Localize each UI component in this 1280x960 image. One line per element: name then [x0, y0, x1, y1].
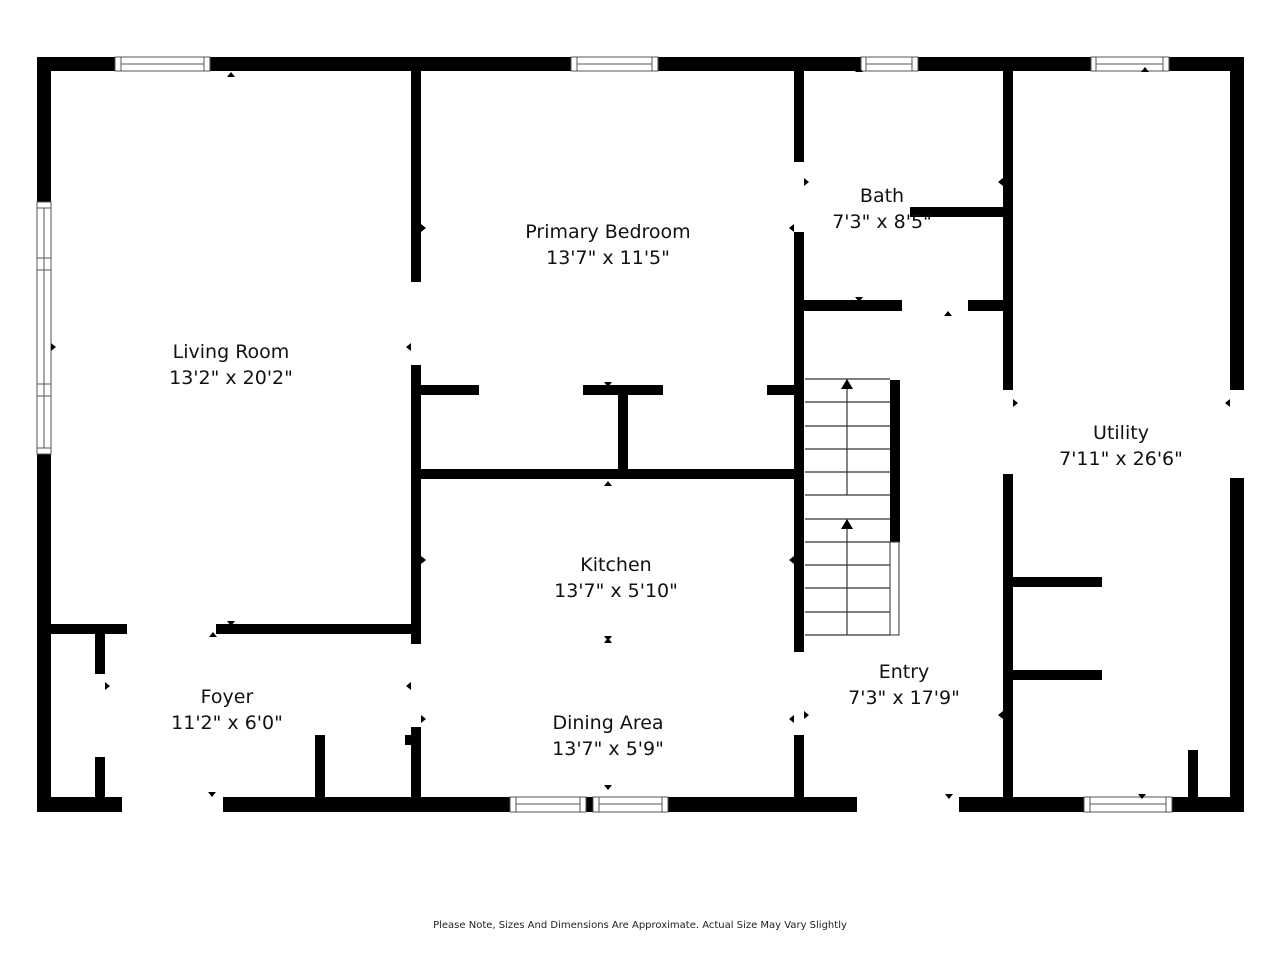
window-bath-top	[860, 56, 919, 72]
room-dimensions: 13'7" x 5'9"	[552, 738, 664, 760]
staircase	[805, 378, 900, 636]
window-dining-bottom-1	[509, 796, 587, 813]
room-label-entry: Entry 7'3" x 17'9"	[848, 659, 960, 711]
disclaimer-footnote: Please Note, Sizes And Dimensions Are Ap…	[433, 920, 847, 931]
room-dimensions: 13'7" x 5'10"	[554, 580, 678, 602]
room-label-bath: Bath 7'3" x 8'5"	[832, 183, 932, 235]
room-name: Living Room	[172, 341, 290, 363]
window-utility-bottom	[1083, 796, 1173, 813]
dimension-markers	[51, 67, 1230, 799]
room-name: Primary Bedroom	[525, 221, 691, 243]
room-label-foyer: Foyer 11'2" x 6'0"	[171, 684, 283, 736]
stair-up-arrow-icon	[841, 379, 853, 389]
room-dimensions: 7'11" x 26'6"	[1059, 448, 1183, 470]
room-dimensions: 7'3" x 8'5"	[832, 211, 932, 233]
window-dining-bottom-2	[592, 796, 669, 813]
room-label-primary-bedroom: Primary Bedroom 13'7" x 11'5"	[525, 219, 690, 271]
room-dimensions: 13'7" x 11'5"	[546, 247, 670, 269]
room-name: Bath	[859, 185, 905, 207]
room-name: Entry	[878, 661, 930, 683]
interior-walls	[37, 57, 1198, 807]
windows	[36, 56, 1173, 813]
window-living-top	[114, 56, 211, 72]
room-label-utility: Utility 7'11" x 26'6"	[1059, 420, 1183, 472]
room-dimensions: 11'2" x 6'0"	[171, 712, 283, 734]
room-dimensions: 13'2" x 20'2"	[169, 367, 293, 389]
room-name: Kitchen	[580, 554, 652, 576]
room-name: Dining Area	[552, 712, 664, 734]
room-label-kitchen: Kitchen 13'7" x 5'10"	[554, 552, 678, 604]
stair-up-arrow-icon	[841, 519, 853, 529]
room-label-living-room: Living Room 13'2" x 20'2"	[169, 339, 293, 391]
room-dimensions: 7'3" x 17'9"	[848, 687, 960, 709]
window-utility-top	[1090, 56, 1170, 72]
room-name: Foyer	[200, 686, 254, 708]
doorways	[95, 163, 1244, 812]
window-living-left	[36, 201, 52, 455]
room-label-dining-area: Dining Area 13'7" x 5'9"	[552, 710, 664, 762]
room-name: Utility	[1093, 422, 1149, 444]
window-bedroom-top	[570, 56, 659, 72]
